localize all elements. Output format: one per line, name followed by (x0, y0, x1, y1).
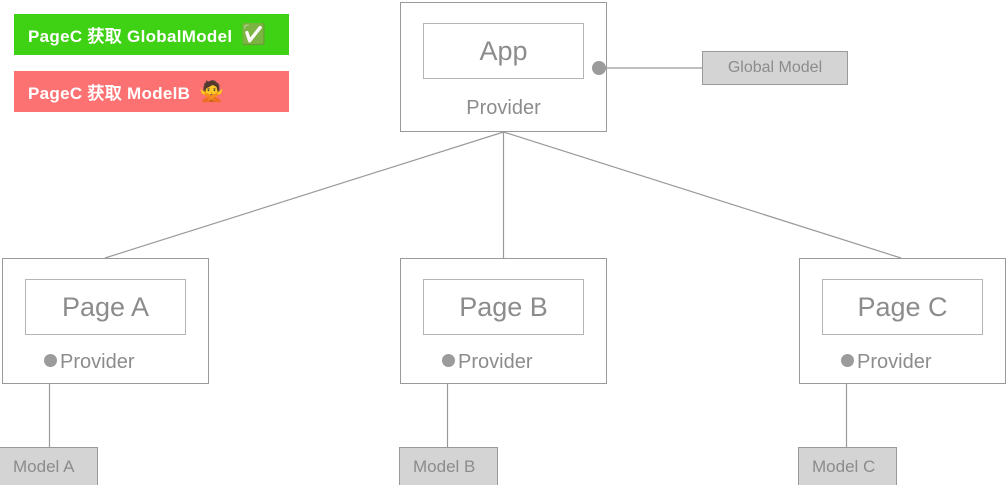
model-c-box[interactable]: Model C (798, 447, 897, 485)
badge-success-label: PageC 获取 GlobalModel (28, 27, 233, 46)
node-app[interactable]: App Provider (400, 2, 607, 132)
node-page-b[interactable]: Page B Provider (400, 258, 607, 384)
node-page-a[interactable]: Page A Provider (2, 258, 209, 384)
node-page-c-provider-label: Provider (857, 351, 932, 373)
page-c-provider-dot (841, 354, 854, 367)
node-page-b-title: Page B (423, 279, 584, 335)
node-page-a-title: Page A (25, 279, 186, 335)
page-b-provider-dot (442, 354, 455, 367)
badge-pagec-modelb-fail: PageC 获取 ModelB 🙅 (14, 71, 289, 112)
node-page-c-title: Page C (822, 279, 983, 335)
node-page-c[interactable]: Page C Provider (799, 258, 1006, 384)
edge-app-to-page-a (104, 131, 504, 259)
badge-fail-label: PageC 获取 ModelB (28, 84, 191, 103)
badge-pagec-global-model-success: PageC 获取 GlobalModel ✅ (14, 14, 289, 55)
node-page-a-provider-label: Provider (60, 351, 135, 373)
person-gesturing-no-icon: 🙅 (199, 80, 225, 103)
node-app-provider-label: Provider (466, 97, 541, 119)
node-page-b-provider-label: Provider (458, 351, 533, 373)
white-check-mark-icon: ✅ (241, 23, 267, 46)
global-model-box[interactable]: Global Model (702, 51, 848, 85)
page-a-provider-dot (44, 354, 57, 367)
node-app-title: App (423, 23, 584, 79)
app-provider-dot (592, 61, 606, 75)
edge-app-to-page-c (503, 131, 902, 259)
model-b-box[interactable]: Model B (399, 447, 498, 485)
model-a-box[interactable]: Model A (0, 447, 98, 485)
